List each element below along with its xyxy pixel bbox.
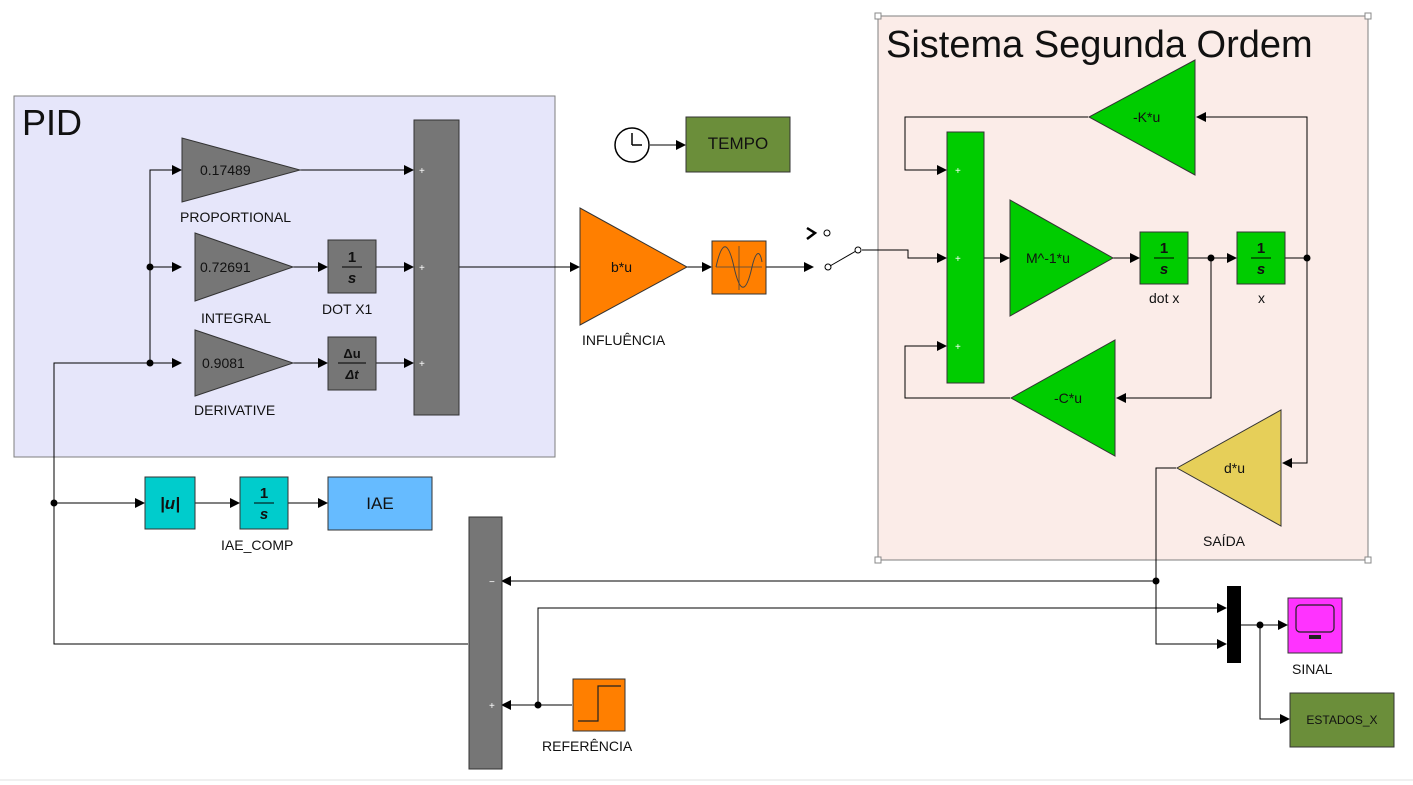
scope-sinal[interactable]: SINAL	[1287, 597, 1343, 677]
sum-sign: +	[419, 263, 425, 274]
gain-damping-value: -C*u	[1054, 390, 1082, 406]
integrator-num: 1	[1257, 240, 1265, 257]
integrator-dot-x1[interactable]: 1 s DOT X1	[322, 239, 377, 317]
integrator-den: s	[1257, 261, 1265, 278]
gain-damping[interactable]: -C*u	[1009, 339, 1116, 457]
derivative-den: Δt	[344, 367, 359, 382]
gain-stiffness-value: -K*u	[1133, 109, 1160, 125]
integrator-iae[interactable]: 1 s IAE_COMP	[221, 476, 293, 553]
integrator-den: s	[348, 270, 356, 287]
gain-mass-value: M^-1*u	[1026, 250, 1070, 266]
gain-proportional[interactable]: 0.17489 PROPORTIONAL	[180, 137, 302, 225]
branch-points	[50, 254, 1311, 709]
sum-sign: −	[489, 577, 495, 588]
pid-area[interactable]: PID	[13, 95, 556, 458]
integrator-num: 1	[348, 249, 356, 266]
mux-block[interactable]	[1227, 586, 1241, 663]
integrator-num: 1	[1160, 240, 1168, 257]
gain-derivative[interactable]: 0.9081 DERIVATIVE	[194, 329, 295, 418]
gain-saida-value: d*u	[1224, 460, 1245, 476]
sistema-area-title: Sistema Segunda Ordem	[886, 24, 1313, 66]
integrator-dot-x1-label: DOT X1	[322, 301, 373, 317]
pid-sum-block[interactable]: + + +	[413, 119, 460, 416]
gain-saida-label: SAÍDA	[1203, 533, 1246, 549]
estados-x-label: ESTADOS_X	[1306, 713, 1377, 727]
resize-handle-tr[interactable]	[1364, 12, 1372, 20]
referencia-step[interactable]: REFERÊNCIA	[542, 678, 633, 754]
sum-sign: +	[419, 359, 425, 370]
gain-mass[interactable]: M^-1*u	[1009, 199, 1115, 317]
sum-sign: +	[955, 342, 961, 353]
integrator-den: s	[1160, 261, 1168, 278]
tempo-block[interactable]: TEMPO	[685, 116, 791, 173]
integrator-dot-x-label: dot x	[1149, 290, 1179, 306]
integrator-num: 1	[260, 485, 268, 502]
sum-sign: +	[955, 166, 961, 177]
gain-influencia[interactable]: b*u INFLUÊNCIA	[579, 207, 689, 348]
gain-derivative-label: DERIVATIVE	[194, 402, 275, 418]
iae-comp-label: IAE_COMP	[221, 537, 293, 553]
nonlinear-block[interactable]	[711, 240, 767, 295]
tempo-label: TEMPO	[708, 134, 768, 153]
scope-sinal-label: SINAL	[1292, 661, 1333, 677]
integrator-dot-x[interactable]: 1 s dot x	[1139, 231, 1189, 306]
integrator-den: s	[260, 506, 268, 523]
abs-label: |u|	[160, 494, 180, 513]
gain-influencia-value: b*u	[611, 259, 632, 275]
estados-x-block[interactable]: ESTADOS_X	[1289, 692, 1395, 748]
iae-label: IAE	[366, 494, 393, 513]
derivative-block[interactable]: Δu Δt	[327, 336, 377, 391]
gain-proportional-label: PROPORTIONAL	[180, 209, 291, 225]
system-sum-block[interactable]: + + +	[946, 131, 985, 384]
resize-handle-br[interactable]	[1364, 556, 1372, 564]
gain-integral-value: 0.72691	[200, 259, 251, 275]
gain-integral-label: INTEGRAL	[201, 310, 271, 326]
gain-derivative-value: 0.9081	[202, 355, 245, 371]
abs-block[interactable]: |u|	[144, 476, 196, 530]
resize-handle-tl[interactable]	[874, 12, 882, 20]
gain-proportional-value: 0.17489	[200, 162, 251, 178]
sum-sign: +	[489, 701, 495, 712]
referencia-label: REFERÊNCIA	[542, 738, 633, 754]
clock-block[interactable]	[614, 127, 650, 163]
manual-switch[interactable]	[806, 226, 862, 271]
gain-influencia-label: INFLUÊNCIA	[582, 332, 666, 348]
sum-sign: +	[419, 166, 425, 177]
gain-stiffness[interactable]: -K*u	[1087, 59, 1196, 176]
resize-handle-bl[interactable]	[874, 556, 882, 564]
derivative-num: Δu	[343, 346, 360, 361]
error-sum-block[interactable]: − +	[468, 516, 503, 770]
pid-area-title: PID	[22, 102, 82, 143]
gain-saida[interactable]: d*u SAÍDA	[1175, 409, 1282, 549]
integrator-x-label: x	[1258, 290, 1265, 306]
sum-sign: +	[955, 254, 961, 265]
gain-integral[interactable]: 0.72691 INTEGRAL	[194, 232, 295, 326]
iae-block[interactable]: IAE	[327, 476, 433, 531]
integrator-x[interactable]: 1 s x	[1236, 231, 1286, 306]
